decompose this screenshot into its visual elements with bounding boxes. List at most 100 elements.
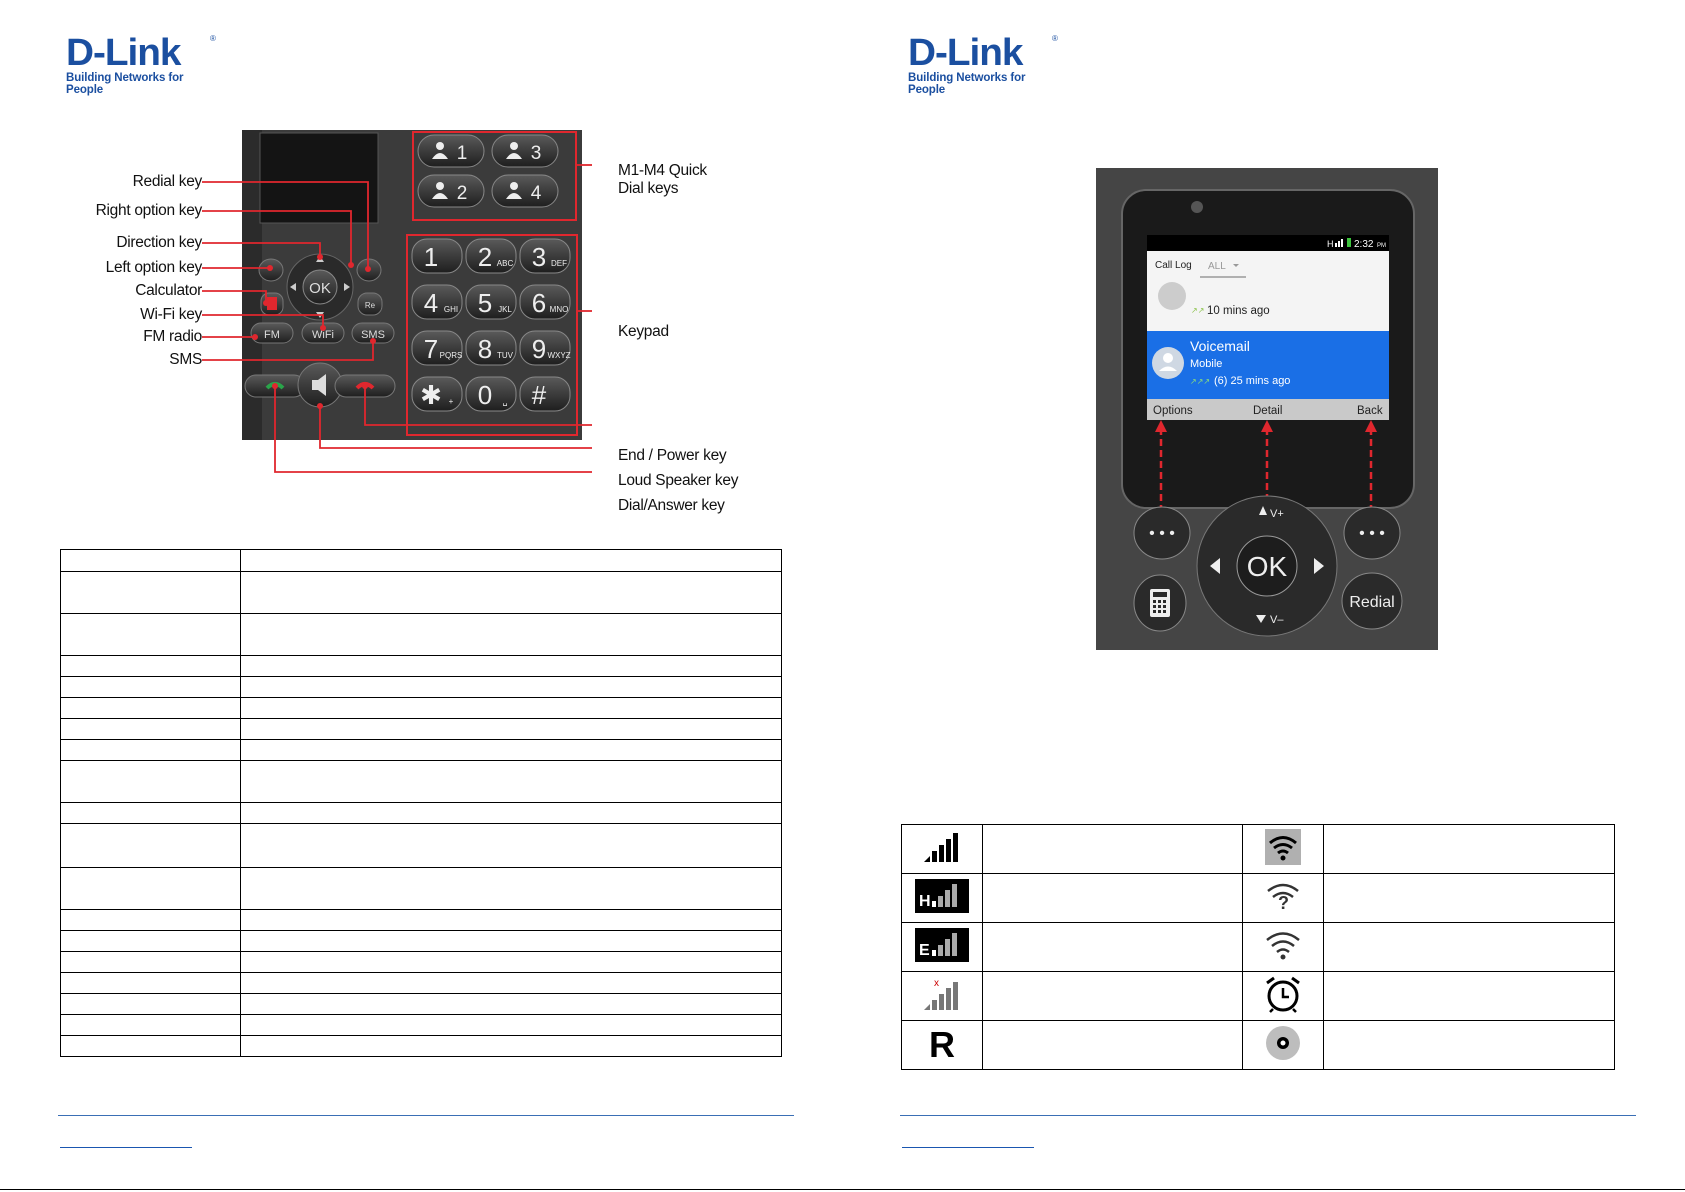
svg-text:x: x xyxy=(934,978,939,989)
quick-dial-key: 1 xyxy=(417,134,485,168)
table-cell-key xyxy=(60,697,241,719)
table-cell-description xyxy=(240,972,782,994)
svg-text:JKL: JKL xyxy=(498,305,512,314)
table-cell-key xyxy=(60,549,241,572)
table-row xyxy=(60,951,782,973)
fm-key xyxy=(250,322,294,344)
svg-text:␣: ␣ xyxy=(502,397,507,406)
svg-text:#: # xyxy=(532,380,547,410)
svg-text:1: 1 xyxy=(424,242,438,272)
callout-quick-dial-1: M1-M4 Quick xyxy=(618,162,707,179)
table-cell-key xyxy=(60,802,241,824)
table-cell-key xyxy=(60,930,241,952)
quick-dial-box xyxy=(412,131,577,221)
nav-ok-label: OK xyxy=(309,280,331,297)
nav-ok: OK xyxy=(1247,551,1288,582)
table-row xyxy=(60,571,782,614)
table-row xyxy=(60,549,782,572)
table-row xyxy=(60,909,782,931)
svg-text:5: 5 xyxy=(478,288,492,318)
table-cell-key xyxy=(60,613,241,656)
table-cell-key xyxy=(60,655,241,677)
callout-sms: SMS xyxy=(169,351,202,368)
table-cell-description xyxy=(240,867,782,910)
softkey-options: Options xyxy=(1153,405,1193,417)
keypad-key: # xyxy=(519,376,571,412)
alarm-clock-icon xyxy=(1266,976,1300,1013)
signal-strength-icon xyxy=(924,832,958,862)
table-cell-description xyxy=(240,909,782,931)
callout-keypad: Keypad xyxy=(618,323,669,340)
status-icon-table: H ? E x R xyxy=(901,824,1615,1070)
voicemail-entry xyxy=(1147,331,1389,399)
svg-text:WiFi: WiFi xyxy=(312,329,334,341)
callout-direction-key: Direction key xyxy=(116,234,202,251)
svg-text:2:32: 2:32 xyxy=(1354,239,1374,250)
svg-text:+: + xyxy=(449,397,454,406)
svg-text:8: 8 xyxy=(478,334,492,364)
wifi-available-icon xyxy=(1266,931,1300,959)
callout-loud-speaker-key: Loud Speaker key xyxy=(618,472,739,489)
softkey-bar xyxy=(1147,399,1389,420)
table-cell-key xyxy=(60,823,241,868)
svg-text:6: 6 xyxy=(532,288,546,318)
svg-text:GHI: GHI xyxy=(444,305,458,314)
svg-text:• • •: • • • xyxy=(1149,525,1175,542)
fm-disc-icon xyxy=(1266,1025,1300,1060)
svg-text:TUV: TUV xyxy=(497,351,514,360)
table-cell-description xyxy=(240,549,782,572)
table-cell-description xyxy=(240,676,782,698)
dlink-logo-left: D-Link Building Networks for People ® xyxy=(66,32,216,96)
brand-name: D-Link xyxy=(66,32,181,74)
dlink-logo-right: D-Link Building Networks for People ® xyxy=(908,34,1058,96)
phone-screen-photo: H 2:32 PM Call Log ALL ↗↗ 10 mins ago Vo… xyxy=(1096,168,1438,650)
table-row xyxy=(60,655,782,677)
table-cell-key xyxy=(60,867,241,910)
svg-text:• • •: • • • xyxy=(1359,525,1385,542)
wifi-unknown-icon: ? xyxy=(1267,883,1299,913)
callout-dial-answer-key: Dial/Answer key xyxy=(618,497,725,514)
callout-redial-key: Redial key xyxy=(132,173,203,190)
key-description-table xyxy=(60,549,782,1057)
svg-text:7: 7 xyxy=(424,334,438,364)
tab-call-log: Call Log xyxy=(1155,260,1192,271)
wifi-connected-icon xyxy=(1265,828,1301,865)
svg-text:DEF: DEF xyxy=(551,259,567,268)
table-cell-key xyxy=(60,571,241,614)
redial-key: Redial xyxy=(1349,594,1394,611)
callout-right-option-key: Right option key xyxy=(95,202,203,219)
softkey-detail: Detail xyxy=(1253,405,1282,417)
footer-link-right[interactable] xyxy=(902,1147,1034,1148)
table-row xyxy=(60,972,782,994)
page-bottom-edge xyxy=(0,1189,1685,1190)
svg-text:1: 1 xyxy=(457,143,468,164)
svg-text:E: E xyxy=(919,942,930,959)
callout-end-power-key: End / Power key xyxy=(618,447,727,464)
icon-row: x xyxy=(901,971,1615,1021)
table-cell-description xyxy=(240,571,782,614)
table-row xyxy=(60,823,782,868)
softkey-back: Back xyxy=(1357,405,1383,417)
entry2-name: Voicemail xyxy=(1190,338,1250,354)
table-cell-description xyxy=(240,993,782,1015)
footer-link-left[interactable] xyxy=(60,1147,192,1148)
icon-row: E xyxy=(901,922,1615,972)
table-row xyxy=(60,993,782,1015)
svg-text:4: 4 xyxy=(531,183,542,204)
table-cell-key xyxy=(60,993,241,1015)
icon-row: R xyxy=(901,1020,1615,1070)
svg-text:2: 2 xyxy=(478,242,492,272)
svg-text:H: H xyxy=(1327,239,1334,249)
screen xyxy=(259,132,379,224)
callout-left-option-key: Left option key xyxy=(105,259,203,276)
status-bar xyxy=(1147,235,1389,251)
roaming-r-icon: R xyxy=(929,1024,955,1065)
registered-mark: ® xyxy=(1052,34,1058,43)
phone-screen-illustration: H 2:32 PM Call Log ALL ↗↗ 10 mins ago Vo… xyxy=(1096,168,1438,650)
svg-text:Re: Re xyxy=(365,301,376,310)
table-cell-key xyxy=(60,1035,241,1057)
brand-tagline: Building Networks for People xyxy=(908,72,1026,96)
